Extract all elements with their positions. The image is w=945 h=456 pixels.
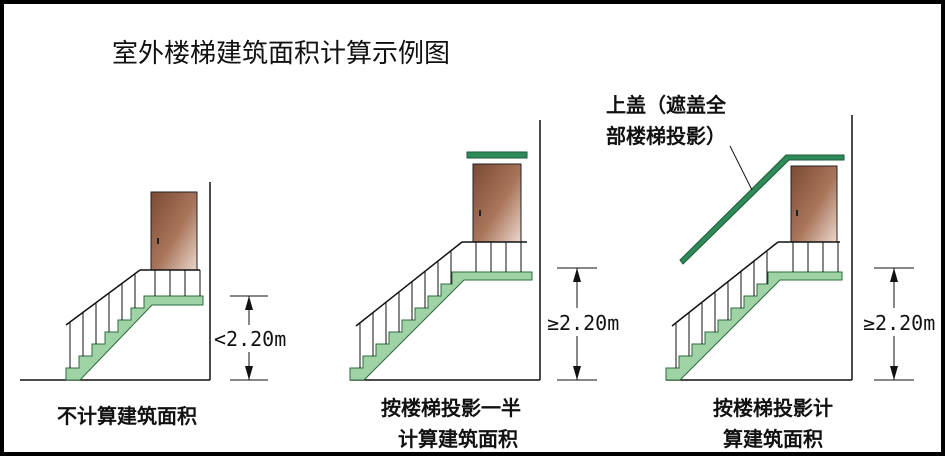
canopy bbox=[466, 151, 528, 159]
callout-line-1: 上盖（遮盖全 bbox=[606, 93, 727, 117]
diagram-title: 室外楼梯建筑面积计算示例图 bbox=[112, 39, 450, 69]
dimension-label: ≥2.20m bbox=[547, 311, 619, 335]
door-handle bbox=[157, 238, 159, 244]
door bbox=[790, 165, 838, 243]
panel-1: <2.20m 不计算建筑面积 bbox=[20, 182, 286, 428]
callout-leader bbox=[729, 145, 753, 191]
panel-3: ≥2.20m 上盖（遮盖全 部楼梯投影） 按楼梯投影计 算建筑面积 bbox=[606, 93, 935, 451]
stair bbox=[665, 241, 843, 381]
caption-line-1: 不计算建筑面积 bbox=[57, 404, 197, 428]
height-dimension bbox=[557, 267, 597, 381]
stair bbox=[349, 241, 533, 381]
door-handle bbox=[479, 210, 481, 216]
caption-line-1: 按楼梯投影计 bbox=[713, 396, 833, 420]
height-dimension bbox=[874, 267, 914, 381]
door bbox=[472, 163, 522, 243]
caption-line-1: 按楼梯投影一半 bbox=[381, 396, 521, 420]
callout-line-2: 部楼梯投影） bbox=[606, 124, 726, 148]
panel-2: ≥2.20m 按楼梯投影一半 计算建筑面积 bbox=[349, 120, 619, 451]
dimension-label: ≥2.20m bbox=[863, 311, 935, 335]
door-handle bbox=[796, 210, 798, 216]
height-dimension bbox=[230, 295, 268, 381]
door bbox=[150, 191, 198, 271]
caption-line-2: 算建筑面积 bbox=[723, 427, 823, 451]
stair bbox=[65, 269, 204, 381]
dimension-label: <2.20m bbox=[214, 327, 286, 351]
canopy bbox=[679, 154, 845, 265]
caption-line-2: 计算建筑面积 bbox=[398, 427, 518, 451]
